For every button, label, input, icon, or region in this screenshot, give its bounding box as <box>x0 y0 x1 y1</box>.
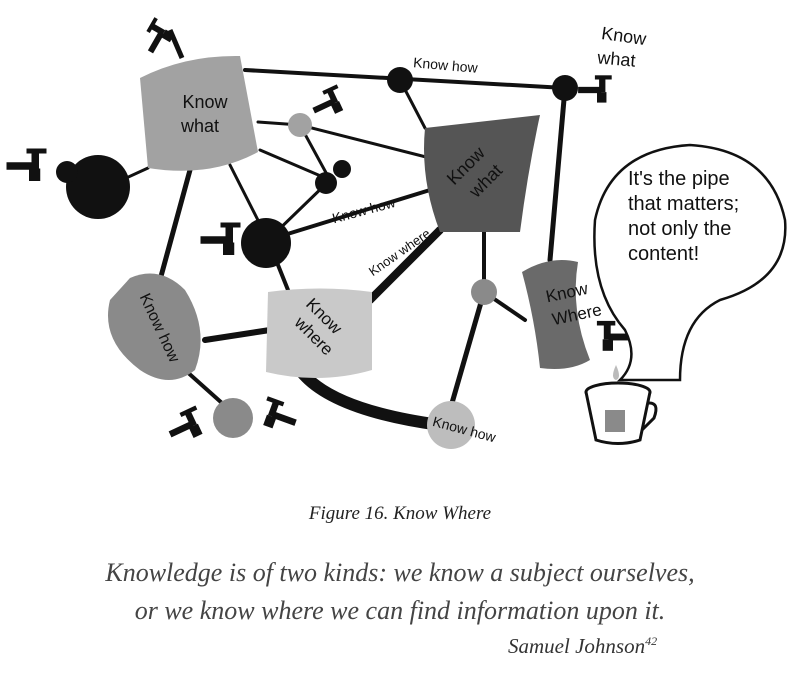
node-know-where-center: Know where <box>266 288 372 379</box>
node-know-what-top-left: Know what <box>138 17 258 171</box>
node-black-left <box>6 148 130 219</box>
node-black-twins <box>315 160 351 194</box>
label-know-how-middle: Know how <box>330 194 397 226</box>
speech-line-2: that matters; <box>628 193 739 215</box>
node-black-hub <box>200 218 291 268</box>
label-know-what-top-left-2: what <box>180 116 219 136</box>
speech-bubble: It's the pipe that matters; not only the… <box>593 143 787 382</box>
quote-line-2: or we know where we can find information… <box>134 596 666 625</box>
quote-attribution: Samuel Johnson42 <box>508 634 657 659</box>
label-know-what-top-right-1: Know <box>600 23 648 49</box>
label-know-what-top-right-2: what <box>596 47 637 70</box>
node-know-what-dark: Know what <box>424 115 540 232</box>
water-drop-icon <box>613 365 619 380</box>
figure-caption: Figure 16. Know Where <box>308 503 492 524</box>
know-where-diagram: Know what Know how Know what Know how K <box>6 17 787 449</box>
footnote-marker: 42 <box>645 634 658 648</box>
quote-line-1: Knowledge is of two kinds: we know a sub… <box>105 558 695 587</box>
node-know-how-top: Know how <box>387 54 479 93</box>
cup-icon <box>584 381 658 445</box>
speech-line-3: not only the <box>628 218 731 240</box>
node-gray-junction <box>471 279 497 305</box>
speech-line-4: content! <box>628 243 699 265</box>
node-gray-small-top <box>288 84 348 137</box>
cup-face-icon <box>605 410 625 432</box>
label-know-what-top-left-1: Know <box>182 92 228 112</box>
node-gray-bottom <box>163 396 301 447</box>
node-know-how-bottom: Know how <box>427 401 498 449</box>
label-know-how-top: Know how <box>413 54 480 76</box>
quote-author: Samuel Johnson <box>508 634 646 658</box>
speech-line-1: It's the pipe <box>628 168 730 190</box>
node-know-how-left: Know how <box>108 273 201 380</box>
node-know-what-top-right: Know what <box>552 23 649 103</box>
